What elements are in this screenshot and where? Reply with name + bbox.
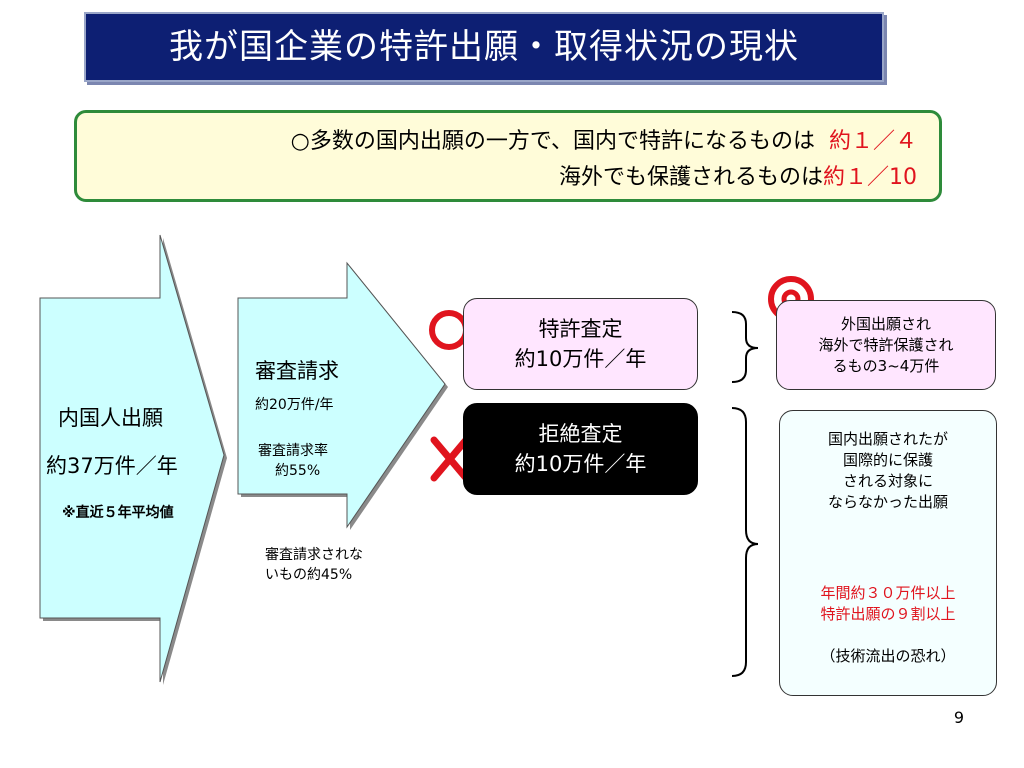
grant-line-2: 約10万件／年 bbox=[514, 347, 647, 371]
domestic-only-line-3: される対象に bbox=[842, 472, 933, 490]
domestic-arrow-body bbox=[39, 234, 225, 683]
domestic-only-box: 国内出願されたが 国際的に保護 される対象に ならなかった出願 年間約３０万件以… bbox=[779, 410, 997, 696]
foreign-protected-box: 外国出願され 海外で特許保護され るもの3~4万件 bbox=[776, 300, 996, 390]
summary-line-1-text: ○多数の国内出願の一方で、国内で特許になるものは bbox=[290, 129, 815, 154]
grant-circle-icon bbox=[429, 310, 469, 350]
domestic-only-line-1: 国内出願されたが bbox=[827, 430, 948, 448]
foreign-line-3: るもの3~4万件 bbox=[832, 356, 940, 375]
domestic-only-red-2: 特許出願の９割以上 bbox=[820, 605, 956, 623]
domestic-label: 内国人出願 bbox=[58, 406, 163, 430]
summary-line-1-highlight: 約１／４ bbox=[828, 129, 917, 154]
exam-request-rate-label: 審査請求率 bbox=[258, 443, 328, 459]
reject-box: 拒絶査定 約10万件／年 bbox=[463, 403, 698, 495]
exam-request-rate-value: 約55% bbox=[275, 463, 321, 479]
grant-line-1: 特許査定 bbox=[538, 317, 623, 341]
domestic-note: ※直近５年平均値 bbox=[62, 505, 174, 521]
reject-line-2: 約10万件／年 bbox=[514, 452, 647, 476]
no-request-line-2: いもの約45% bbox=[265, 567, 353, 583]
domestic-only-note: （技術流出の恐れ） bbox=[820, 647, 956, 665]
domestic-only-red-1: 年間約３０万件以上 bbox=[820, 584, 956, 602]
exam-request-count: 約20万件/年 bbox=[255, 397, 334, 413]
summary-line-2-text: 海外でも保護されるものは bbox=[558, 165, 823, 190]
grant-brace bbox=[731, 311, 759, 383]
summary-line-2: 海外でも保護されるものは約１／10 bbox=[559, 159, 917, 191]
reject-brace bbox=[731, 407, 759, 677]
domestic-count: 約37万件／年 bbox=[46, 454, 178, 478]
summary-box: ○多数の国内出願の一方で、国内で特許になるものは 約１／４ 海外でも保護されるも… bbox=[74, 110, 942, 202]
summary-line-1: ○多数の国内出願の一方で、国内で特許になるものは 約１／４ bbox=[291, 123, 917, 155]
domestic-only-line-4: ならなかった出願 bbox=[827, 493, 948, 511]
summary-line-2-highlight: 約１／10 bbox=[823, 165, 917, 190]
exam-request-arrow bbox=[237, 261, 446, 529]
foreign-line-2: 海外で特許保護され bbox=[818, 335, 954, 354]
page-number: 9 bbox=[953, 708, 964, 727]
reject-cross-icon bbox=[430, 436, 470, 482]
no-request-line-1: 審査請求されな bbox=[265, 547, 363, 563]
grant-box: 特許査定 約10万件／年 bbox=[463, 298, 698, 390]
exam-request-label: 審査請求 bbox=[255, 359, 339, 383]
page-title: 我が国企業の特許出願・取得状況の現状 bbox=[84, 12, 884, 82]
domestic-only-line-2: 国際的に保護 bbox=[842, 451, 933, 469]
reject-line-1: 拒絶査定 bbox=[538, 422, 623, 446]
foreign-line-1: 外国出願され bbox=[840, 314, 931, 333]
